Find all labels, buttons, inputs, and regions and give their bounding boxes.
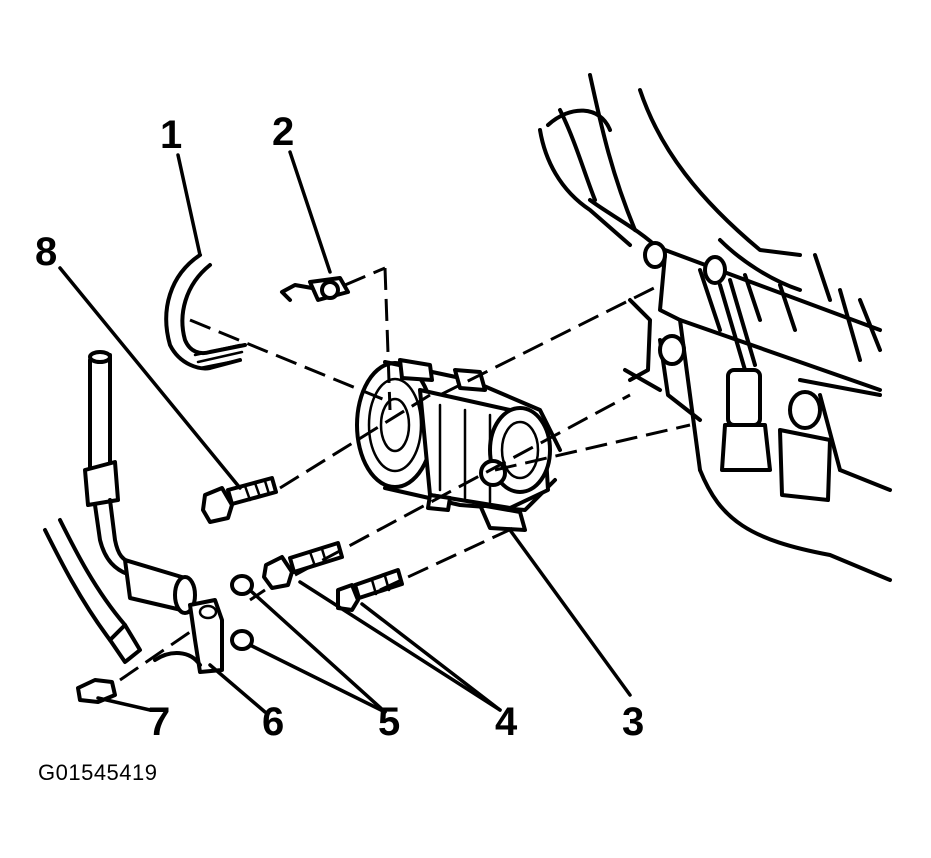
fitting-bracket-part-6 <box>153 598 224 674</box>
bolt-part-7 <box>76 678 117 704</box>
callout-3: 3 <box>622 700 644 744</box>
callout-2: 2 <box>272 110 294 154</box>
drive-belt <box>164 253 247 371</box>
electrical-connector <box>280 276 350 302</box>
callout-8: 8 <box>35 230 57 274</box>
washers-part-5 <box>230 574 254 651</box>
leader-lines <box>58 150 632 714</box>
alignment-lines <box>119 266 691 682</box>
callout-6: 6 <box>262 700 284 744</box>
callout-labels: 1 2 3 4 5 6 7 8 <box>35 110 644 744</box>
bolts-part-4 <box>262 541 404 612</box>
callout-1: 1 <box>160 113 182 157</box>
bolt-part-8 <box>201 476 278 524</box>
callout-5: 5 <box>378 700 400 744</box>
ac-compressor <box>355 358 562 532</box>
callout-4: 4 <box>495 700 518 744</box>
engine-block <box>538 73 892 582</box>
refrigerant-hose-assembly <box>43 350 197 664</box>
callout-7: 7 <box>148 700 170 744</box>
figure-id: G01545419 <box>38 760 158 785</box>
